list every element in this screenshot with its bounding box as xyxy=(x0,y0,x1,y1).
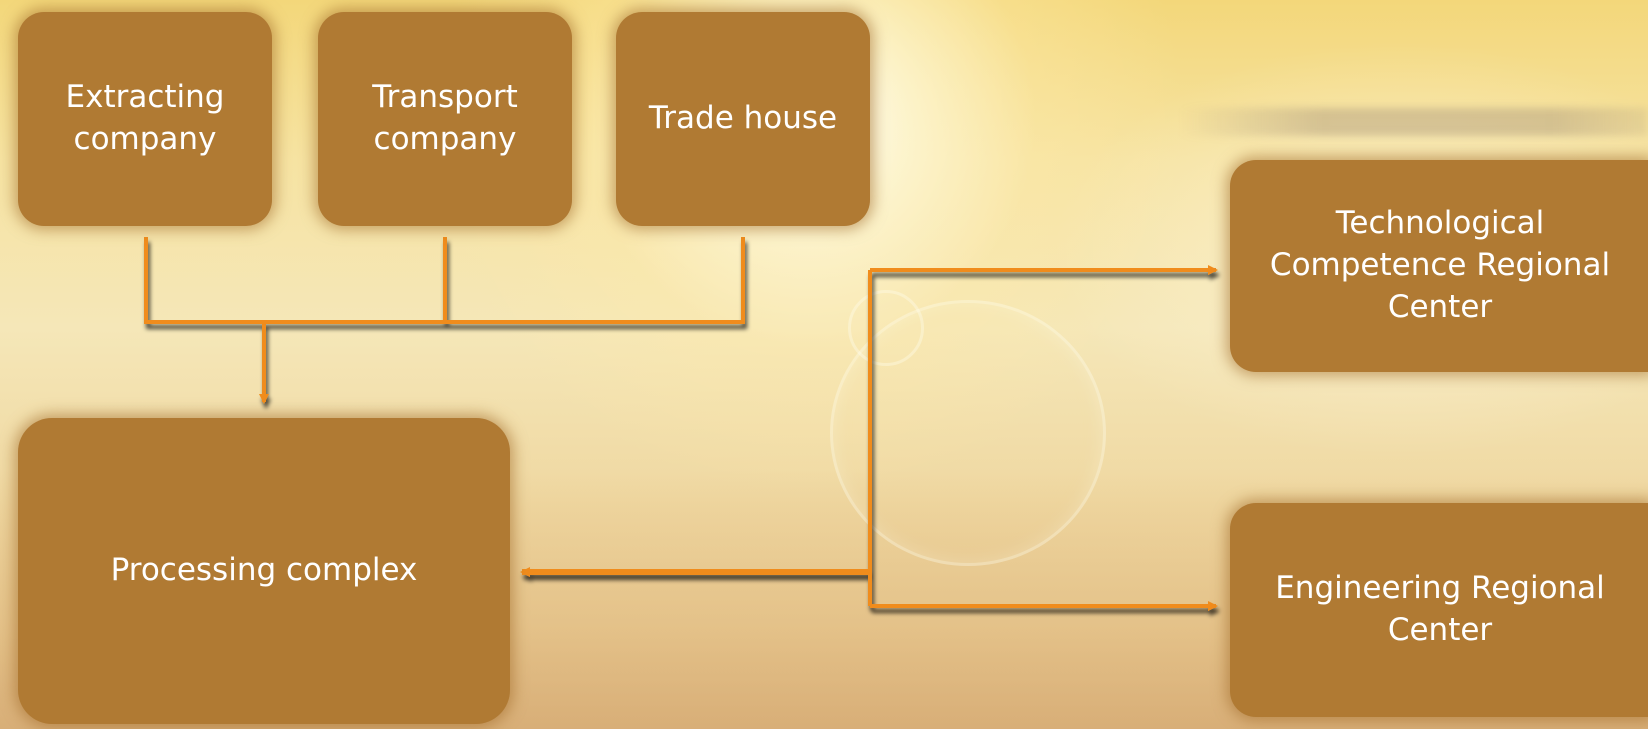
node-eng-center-label: Engineering Regional Center xyxy=(1275,570,1605,648)
node-technological-competence-center: Technological Competence Regional Center xyxy=(1230,160,1648,372)
node-transport-label: Transport company xyxy=(372,79,518,157)
node-extracting-label: Extracting company xyxy=(65,79,225,157)
connector-extracting xyxy=(144,237,264,324)
node-trade-house: Trade house xyxy=(616,12,870,226)
node-engineering-center: Engineering Regional Center xyxy=(1230,503,1648,717)
node-processing-complex: Processing complex xyxy=(18,418,510,724)
node-extracting-company: Extracting company xyxy=(18,12,272,226)
background-lens-flare-small xyxy=(848,290,924,366)
node-transport-company: Transport company xyxy=(318,12,572,226)
connector-trade xyxy=(445,237,745,324)
node-tech-center-label: Technological Competence Regional Center xyxy=(1269,205,1611,325)
connector-transport xyxy=(264,237,447,324)
node-processing-label: Processing complex xyxy=(110,552,418,589)
background-horizon xyxy=(1180,108,1648,136)
node-trade-label: Trade house xyxy=(648,100,838,137)
